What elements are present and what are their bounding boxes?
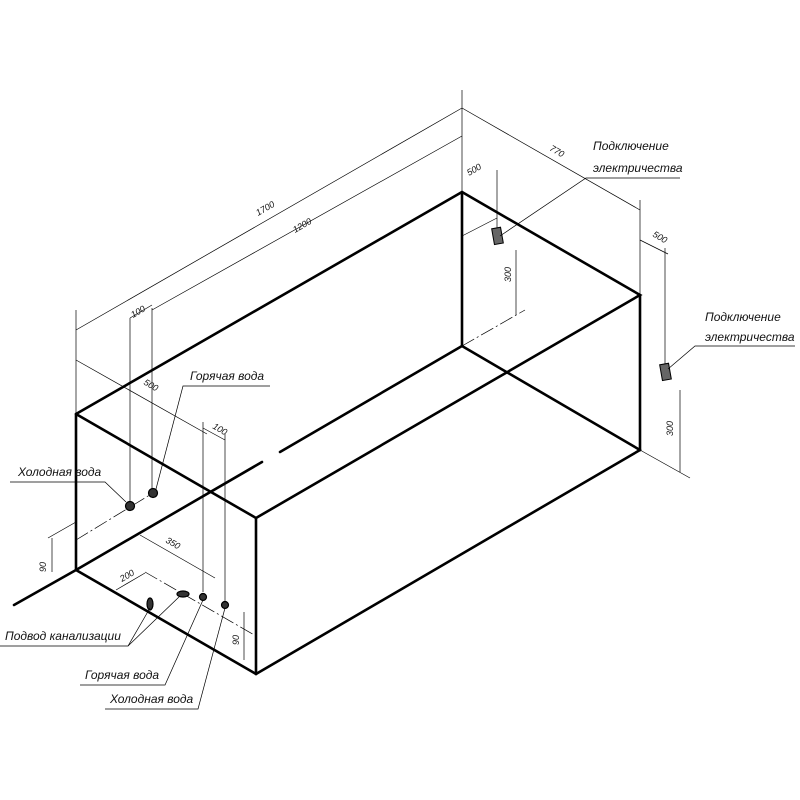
label-hot-water-floor: Горячая вода: [85, 668, 159, 682]
label-drain: Подвод канализации: [5, 629, 121, 643]
label-electric-side-2: электричества: [705, 330, 795, 344]
dim-length-inner: 1200: [291, 216, 313, 235]
label-electric-side: Подключение: [705, 310, 781, 324]
dim-elec-side-offset: 500: [651, 229, 669, 245]
electric-socket-side-icon: [659, 362, 672, 382]
connections: [124, 226, 672, 611]
dim-wall-pipe-height: 90: [38, 562, 48, 572]
dimension-lines: [47, 90, 691, 660]
hot-water-wall-pipe: [147, 487, 159, 499]
hot-water-floor-pipe: [198, 592, 208, 602]
dim-floor-pipe-offset: 350: [164, 535, 182, 551]
dim-elec-side-height: 300: [665, 421, 675, 436]
label-electric-back-2: электричества: [593, 161, 683, 175]
dim-elec-back-height: 300: [503, 267, 513, 282]
dim-pipe-spacing-floor: 100: [211, 421, 229, 437]
dim-pipe-offset-wall: 500: [142, 377, 160, 393]
drain-overflow: [176, 590, 190, 598]
dim-width-total: 770: [548, 143, 566, 159]
cold-water-floor-pipe: [220, 600, 230, 610]
label-cold-water-wall: Холодная вода: [17, 465, 102, 479]
drain-outlet: [146, 597, 154, 611]
label-cold-water-floor: Холодная вода: [109, 692, 194, 706]
dim-length-total: 1700: [254, 199, 276, 218]
label-electric-back: Подключение: [593, 139, 669, 153]
label-hot-water-wall: Горячая вода: [190, 369, 264, 383]
leader-lines: [0, 177, 795, 710]
dim-drain-offset: 200: [117, 568, 136, 585]
electric-socket-back-icon: [491, 226, 504, 246]
dim-pipe-spacing-wall: 100: [129, 304, 147, 320]
dim-elec-back-offset: 500: [465, 162, 483, 178]
bathtub-outline: [12, 190, 643, 676]
dim-floor-pipe-height: 90: [231, 635, 241, 645]
cold-water-wall-pipe: [124, 500, 136, 512]
